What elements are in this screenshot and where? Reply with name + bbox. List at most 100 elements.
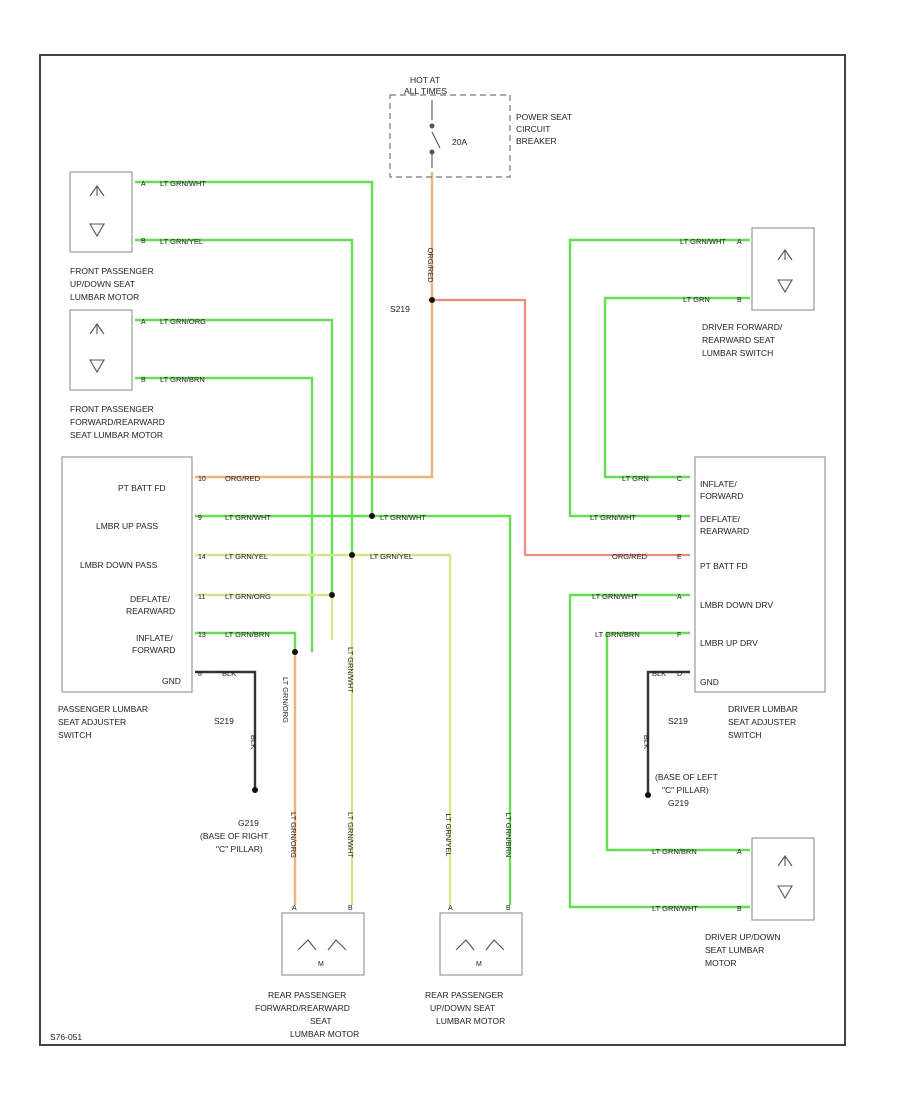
motor-symbol-icon bbox=[777, 885, 793, 900]
breaker-rating: 20A bbox=[452, 137, 467, 147]
splice-dot bbox=[369, 513, 375, 519]
front-updown-motor-box bbox=[69, 171, 133, 253]
pin-num: A bbox=[677, 594, 682, 601]
wire-label-vertical: LT GRN/ORG bbox=[289, 812, 298, 858]
wire-label-vertical: LT GRN/WHT bbox=[346, 647, 355, 693]
pin-num: A bbox=[448, 905, 453, 912]
pass-pin-rearward: REARWARD bbox=[126, 606, 175, 616]
breaker-contact bbox=[429, 123, 435, 129]
wire-label: LT GRN/YEL bbox=[160, 237, 203, 246]
splice-label-left: S219 bbox=[214, 716, 234, 726]
splice-dot bbox=[329, 592, 335, 598]
motor-arrow-icon bbox=[777, 855, 793, 867]
driver-fwdrev-switch-label-2: REARWARD SEAT bbox=[702, 335, 775, 345]
pass-pin-inflate: INFLATE/ bbox=[136, 633, 173, 643]
motor-arrow-icon bbox=[89, 185, 105, 197]
drv-pin-lmbr-up: LMBR UP DRV bbox=[700, 638, 758, 648]
wire-front-fwdrev-a bbox=[135, 318, 334, 595]
wire-org-red-feed bbox=[195, 172, 434, 479]
wire-label: LT GRN bbox=[622, 474, 649, 483]
front-updown-motor-label-2: UP/DOWN SEAT bbox=[70, 279, 135, 289]
splice-dot bbox=[292, 649, 298, 655]
footer-code: S76-051 bbox=[50, 1032, 82, 1042]
breaker-box bbox=[389, 94, 511, 178]
wire-label: LT GRN/YEL bbox=[225, 552, 268, 561]
switch-arrow-icon bbox=[777, 249, 793, 261]
rear-updown-motor-label-2: UP/DOWN SEAT bbox=[430, 1003, 495, 1013]
driver-switch-label-2: SEAT ADJUSTER bbox=[728, 717, 796, 727]
wire-label: ORG/RED bbox=[612, 552, 648, 561]
pin-num: B bbox=[677, 515, 682, 522]
pin-num: B bbox=[141, 238, 146, 245]
front-fwdrev-motor-label-1: FRONT PASSENGER bbox=[70, 404, 154, 414]
pin-num: 9 bbox=[198, 515, 202, 522]
pin-num: 11 bbox=[198, 594, 205, 601]
rear-updown-motor-label-3: LUMBAR MOTOR bbox=[436, 1016, 505, 1026]
wire-label: LT GRN bbox=[683, 295, 710, 304]
wire-blk-driver-gnd bbox=[646, 670, 690, 795]
rear-fwdrev-motor-label-2: FORWARD/REARWARD bbox=[255, 1003, 350, 1013]
pin-num: B bbox=[737, 906, 742, 913]
passenger-switch-label-2: SEAT ADJUSTER bbox=[58, 717, 126, 727]
ground-dot bbox=[252, 787, 258, 793]
switch-symbol-icon bbox=[777, 279, 793, 294]
wire-label: LT GRN/WHT bbox=[592, 592, 638, 601]
driver-switch-box bbox=[694, 456, 826, 693]
wire-lmbr-up-pass bbox=[195, 514, 512, 760]
drv-pin-lmbr-down: LMBR DOWN DRV bbox=[700, 600, 773, 610]
pin-num: B bbox=[506, 905, 511, 912]
pin-num: D bbox=[677, 671, 682, 678]
pin-num: A bbox=[292, 905, 297, 912]
pin-num: 14 bbox=[198, 554, 206, 561]
ground-left-label-1: G219 bbox=[238, 818, 259, 828]
wire-driver-updown-a bbox=[605, 631, 750, 852]
ground-left-label-2: (BASE OF RIGHT bbox=[200, 831, 268, 841]
wire-label-vertical: BLK bbox=[642, 735, 651, 749]
wire-label: LT GRN/BRN bbox=[225, 630, 270, 639]
wire-label-vertical: LT GRN/ORG bbox=[281, 677, 290, 723]
drv-pin-pt-batt: PT BATT FD bbox=[700, 561, 748, 571]
front-updown-motor-label-3: LUMBAR MOTOR bbox=[70, 292, 139, 302]
pin-num: E bbox=[677, 554, 682, 561]
wire-label: LT GRN/ORG bbox=[160, 317, 206, 326]
wire-label-vertical: BLK bbox=[249, 735, 258, 749]
wire-label: LT GRN/WHT bbox=[160, 179, 206, 188]
wire-front-updown-a bbox=[135, 180, 374, 516]
pin-num: A bbox=[737, 849, 742, 856]
driver-switch-label-1: DRIVER LUMBAR bbox=[728, 704, 798, 714]
pass-pin-lmbr-up: LMBR UP PASS bbox=[96, 521, 158, 531]
wire-label: LT GRN/WHT bbox=[680, 237, 726, 246]
wire-inflate-pass bbox=[195, 631, 297, 652]
splice-label-right: S219 bbox=[668, 716, 688, 726]
diagram-frame bbox=[39, 54, 846, 1046]
rear-updown-motor-label-1: REAR PASSENGER bbox=[425, 990, 503, 1000]
wire-label: LT GRN/WHT bbox=[225, 513, 271, 522]
passenger-switch-box bbox=[61, 456, 193, 693]
pin-num: F bbox=[677, 632, 681, 639]
pin-num: B bbox=[737, 297, 742, 304]
drv-pin-inflate: INFLATE/ bbox=[700, 479, 737, 489]
pass-pin-gnd: GND bbox=[162, 676, 181, 686]
driver-updown-motor-label-2: SEAT LUMBAR bbox=[705, 945, 764, 955]
splice-dot bbox=[429, 297, 435, 303]
driver-fwdrev-switch-box bbox=[751, 227, 815, 311]
breaker-name-2: CIRCUIT bbox=[516, 124, 550, 134]
ground-right-label-3: G219 bbox=[668, 798, 689, 808]
wire-label: BLK bbox=[652, 669, 666, 678]
front-fwdrev-motor-label-3: SEAT LUMBAR MOTOR bbox=[70, 430, 163, 440]
rear-updown-motor-box bbox=[439, 912, 523, 976]
motor-m: M bbox=[318, 961, 324, 968]
front-fwdrev-motor-label-2: FORWARD/REARWARD bbox=[70, 417, 165, 427]
pin-num: A bbox=[141, 319, 146, 326]
wire-label: LT GRN/YEL bbox=[370, 552, 413, 561]
driver-switch-label-3: SWITCH bbox=[728, 730, 762, 740]
pin-num: 10 bbox=[198, 476, 206, 483]
pin-num: B bbox=[141, 377, 146, 384]
motor-symbol-icon bbox=[297, 939, 347, 951]
wire-label: LT GRN/WHT bbox=[380, 513, 426, 522]
drv-pin-forward: FORWARD bbox=[700, 491, 743, 501]
pass-pin-forward: FORWARD bbox=[132, 645, 175, 655]
breaker-symbol bbox=[431, 100, 441, 168]
drv-pin-gnd: GND bbox=[700, 677, 719, 687]
